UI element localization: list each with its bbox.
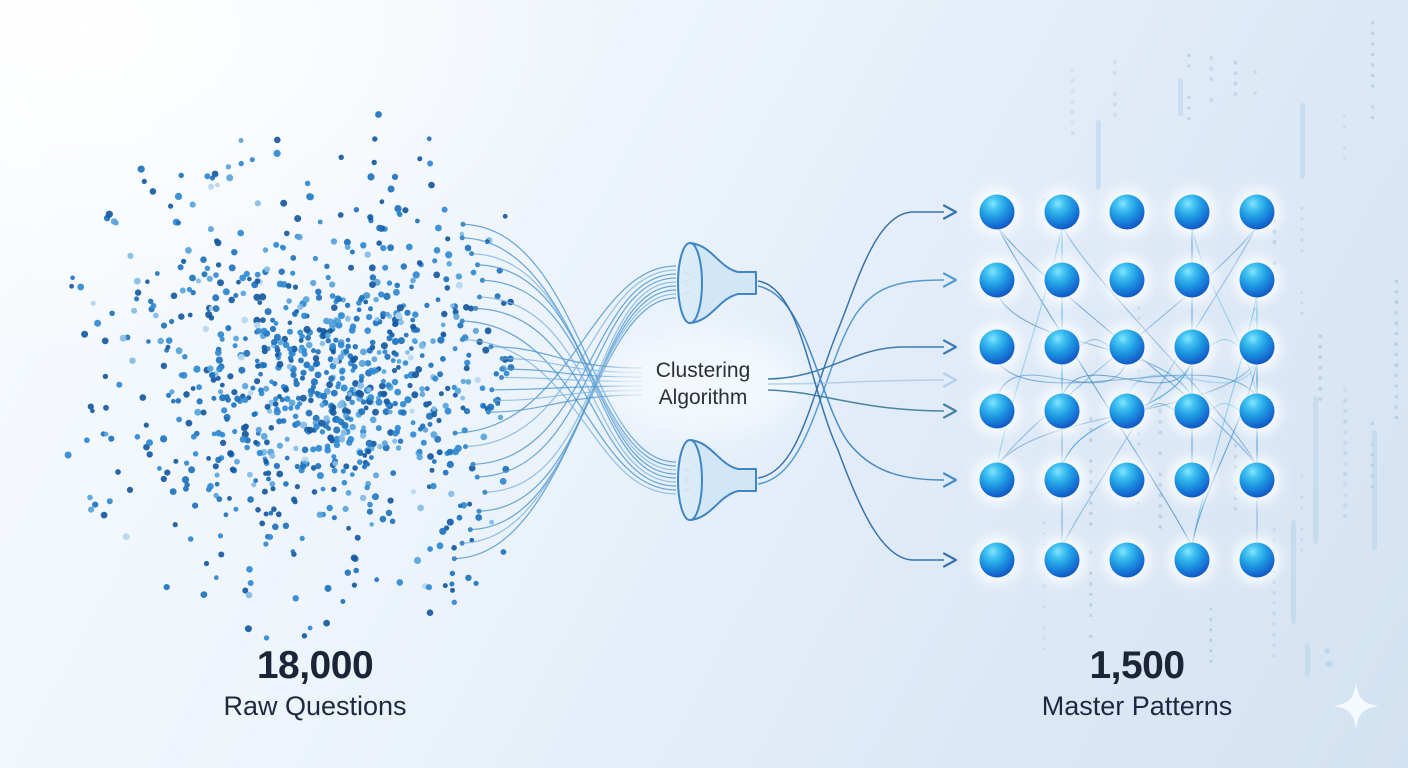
pattern-node <box>1239 462 1275 498</box>
pattern-node <box>1044 329 1080 365</box>
pattern-node <box>1239 393 1275 429</box>
pattern-node <box>979 194 1015 230</box>
process-label-line2: Algorithm <box>658 386 748 409</box>
pattern-node <box>1174 329 1210 365</box>
pattern-node <box>1109 194 1145 230</box>
pattern-node <box>1044 542 1080 578</box>
right-arrow-icon <box>942 204 958 220</box>
flow-lines <box>451 221 697 562</box>
pattern-node <box>1044 462 1080 498</box>
master-patterns-count: 1,500 <box>1089 644 1185 687</box>
right-arrow-icon <box>942 272 958 288</box>
pattern-node <box>1174 462 1210 498</box>
pattern-node <box>1239 194 1275 230</box>
sphere-grid <box>974 189 1280 583</box>
pattern-node <box>979 393 1015 429</box>
pattern-node <box>1044 194 1080 230</box>
right-arrow-icon <box>942 372 958 388</box>
master-patterns-stat: 1,500 Master Patterns <box>967 645 1307 722</box>
right-arrow-icon <box>942 472 958 488</box>
pattern-node <box>1109 393 1145 429</box>
background-decor <box>1042 21 1398 677</box>
pattern-node <box>1109 462 1145 498</box>
pattern-node <box>979 262 1015 298</box>
pattern-node <box>1044 393 1080 429</box>
pattern-node <box>1174 393 1210 429</box>
funnel-icon-upper <box>677 242 757 324</box>
raw-questions-caption: Raw Questions <box>223 691 407 721</box>
pattern-node <box>1109 329 1145 365</box>
raw-questions-count: 18,000 <box>256 644 374 687</box>
pattern-node <box>1239 542 1275 578</box>
pattern-node <box>1239 262 1275 298</box>
right-arrow-icon <box>942 339 958 355</box>
funnel-icon-lower <box>677 439 757 521</box>
pattern-node <box>1109 262 1145 298</box>
pattern-connectors <box>996 225 1258 547</box>
pattern-node <box>1109 542 1145 578</box>
fan-arrow-lines <box>757 204 958 568</box>
pattern-node <box>979 542 1015 578</box>
pattern-node <box>1239 329 1275 365</box>
pattern-node <box>1044 262 1080 298</box>
pattern-node <box>979 462 1015 498</box>
scatter-dot-cloud <box>64 111 515 641</box>
process-label: Clustering Algorithm <box>593 357 813 411</box>
right-arrow-icon <box>942 552 958 568</box>
pattern-node <box>979 329 1015 365</box>
master-patterns-caption: Master Patterns <box>1041 691 1233 721</box>
process-label-line1: Clustering <box>655 359 751 382</box>
raw-questions-stat: 18,000 Raw Questions <box>145 645 485 722</box>
right-arrow-icon <box>942 403 958 419</box>
pattern-node <box>1174 542 1210 578</box>
pattern-node <box>1174 262 1210 298</box>
pattern-node <box>1174 194 1210 230</box>
sparkle-icon <box>1333 683 1379 729</box>
